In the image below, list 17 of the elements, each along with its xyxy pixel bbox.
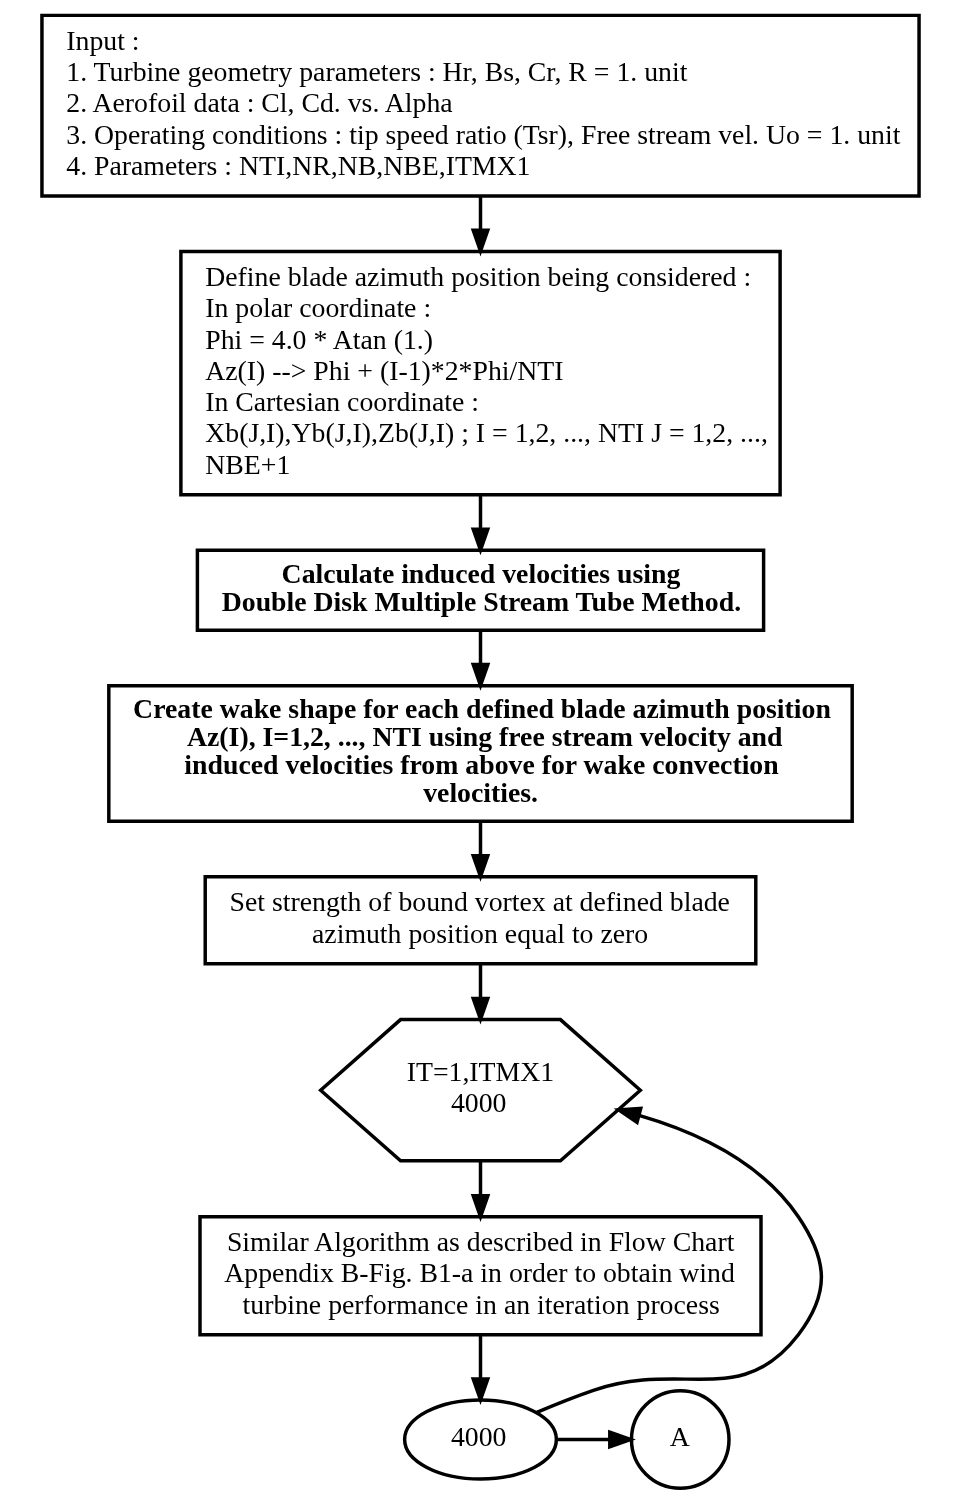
node-box: Similar Algorithm as described in Flow Chart Appendix B-Fig. B1-a in order to obtain wind turbine performance in an iteration process [198,1214,763,1337]
arrow [470,196,491,257]
arrow [470,1334,491,1405]
arrow [556,1429,636,1450]
arrow [470,1161,491,1222]
node-box: Input : 1. Turbine geometry parameters : Hr, Bs, Cr, R = 1. unit 2. Aerofoil data : Cl, Cd. vs. Alpha 3. Operating conditions : tip speed ratio (Tsr), Free stream vel. Uo = 1. unit 4. Parameters : NTI,NR,NB,NBE,ITMX1 [40,13,921,198]
node-circle: A [629,1389,731,1490]
arrow [470,494,491,556]
node-box: Define blade azimuth position being considered : In polar coordinate : Phi = 4.0 * Atan (1.) Az(I) --> Phi + (I-1)*2*Phi/NTI In Cartesian coordinate : Xb(J,I),Yb(J,I),Zb(J,I) ; I = 1,2, ..., NTI J = 1,2, ..., NBE+1 [179,249,782,497]
arrow [535,1106,823,1415]
arrow [470,821,491,882]
node-box: Set strength of bound vortex at defined blade azimuth position equal to zero [203,875,758,966]
node-ellipse: 4000 [402,1398,559,1481]
arrow [470,964,491,1025]
node-box: Create wake shape for each defined blade azimuth position Az(I), I=1,2, ..., NTI using free stream velocity and induced velocities from above for wake convection velocities. [107,684,854,823]
node-box: Calculate induced velocities using Double Disk Multiple Stream Tube Method. [195,548,766,632]
arrow [470,630,491,691]
